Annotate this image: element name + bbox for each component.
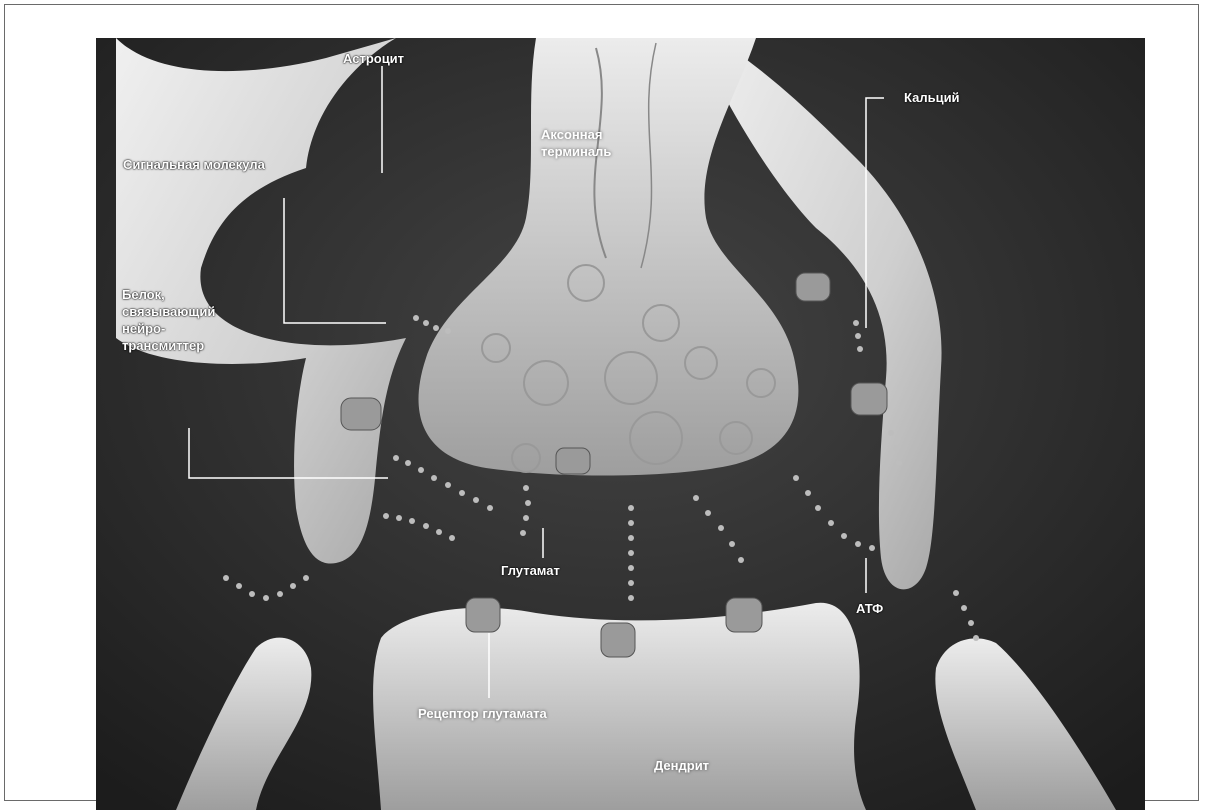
- label-signal-molecule: Сигнальная молекула: [123, 156, 265, 173]
- label-dendrite: Дендрит: [654, 757, 709, 774]
- label-atp: АТФ: [856, 600, 883, 617]
- label-nt-binding-protein: Белок, связывающий нейро-трансмиттер: [122, 286, 242, 354]
- label-axon-terminal: Аксонная терминаль: [541, 126, 651, 160]
- label-astrocyte: Астроцит: [343, 50, 404, 67]
- synapse-illustration: Астроцит Кальций Аксонная терминаль Сигн…: [96, 38, 1145, 810]
- figure-frame: Астроцит Кальций Аксонная терминаль Сигн…: [4, 4, 1199, 801]
- label-glutamate: Глутамат: [501, 562, 560, 579]
- label-glutamate-receptor: Рецептор глутамата: [418, 705, 547, 722]
- label-calcium: Кальций: [904, 89, 960, 106]
